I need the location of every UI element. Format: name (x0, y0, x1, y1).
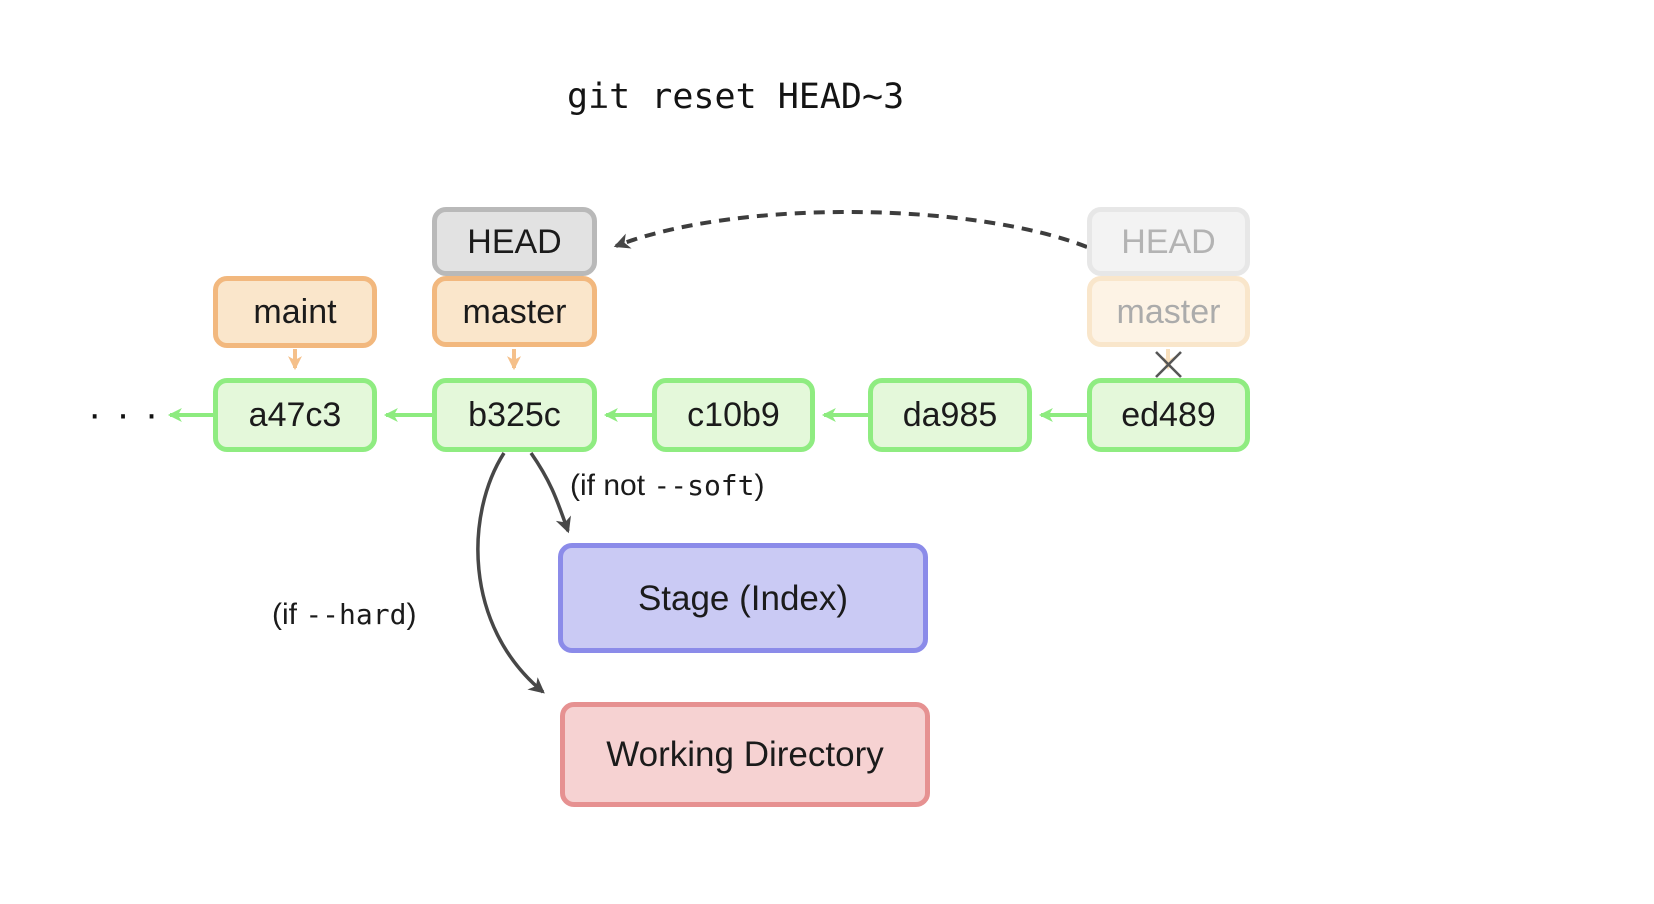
commit-id: a47c3 (248, 396, 342, 434)
master-branch-box: master (432, 276, 597, 347)
commit-box-b325c: b325c (432, 378, 597, 452)
commit-box-c10b9: c10b9 (652, 378, 815, 452)
soft-condition-suffix: ) (754, 469, 765, 502)
soft-condition-label: (if not --soft) (570, 468, 765, 504)
commit-id: da985 (902, 396, 998, 434)
commit-box-da985: da985 (868, 378, 1032, 452)
hard-condition-label: (if --hard) (272, 597, 416, 633)
reset-working-arrow (476, 452, 545, 694)
head-move-arrow (613, 209, 1088, 249)
commit-box-ed489: ed489 (1087, 378, 1250, 452)
head-ref-label: HEAD (467, 222, 562, 261)
maint-branch-box: maint (213, 276, 377, 348)
hard-flag-code: --hard (305, 598, 407, 631)
soft-flag-code: --soft (653, 469, 755, 502)
cross-out-icon (1155, 351, 1182, 378)
commit-box-a47c3: a47c3 (213, 378, 377, 452)
diagram-title: git reset HEAD~3 (567, 77, 905, 117)
commit-id: ed489 (1121, 396, 1216, 434)
hard-condition-suffix: ) (406, 598, 417, 631)
old-master-branch-label: master (1116, 292, 1221, 331)
soft-condition-prefix: (if not (570, 469, 654, 502)
stage-index-label: Stage (Index) (637, 578, 849, 618)
working-directory-label: Working Directory (606, 735, 884, 774)
maint-branch-label: maint (253, 293, 337, 331)
stage-index-box: Stage (Index) (558, 543, 928, 653)
commit-id: b325c (468, 396, 561, 434)
old-head-ref-box: HEAD (1087, 207, 1250, 276)
head-ref-box: HEAD (432, 207, 597, 276)
old-head-ref-label: HEAD (1121, 222, 1216, 261)
old-master-branch-box: master (1087, 276, 1250, 347)
history-ellipsis: · · · (88, 392, 161, 436)
commit-id: c10b9 (687, 396, 780, 434)
reset-stage-arrow (529, 451, 571, 534)
hard-condition-prefix: (if (272, 598, 306, 631)
master-branch-label: master (462, 292, 567, 331)
working-directory-box: Working Directory (560, 702, 930, 807)
